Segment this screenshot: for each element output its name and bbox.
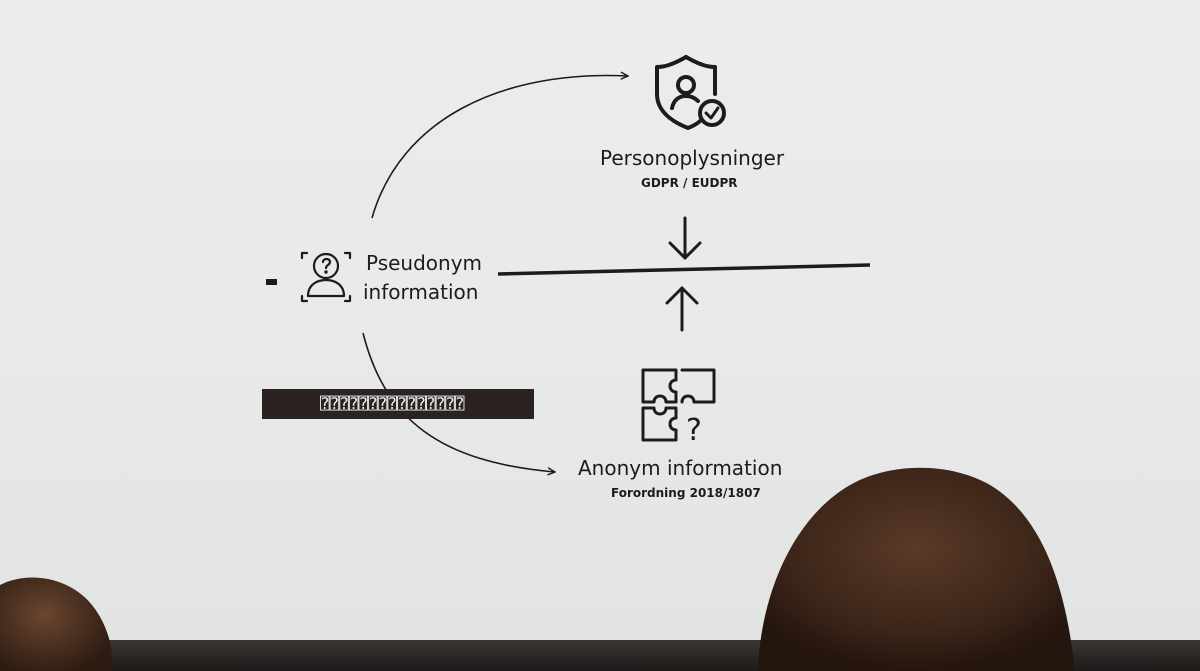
bullet-dash xyxy=(266,279,277,285)
puzzle-question-icon: ? xyxy=(641,368,716,448)
down-arrow-icon xyxy=(668,216,702,260)
audience-head-right xyxy=(758,467,1075,671)
personal-data-sublabel: GDPR / EUDPR xyxy=(641,176,738,190)
redacted-caption-bar xyxy=(262,389,534,419)
pseudonym-label-line2: information xyxy=(363,280,479,304)
curve-arrow-to-anonymous xyxy=(362,332,555,472)
redacted-caption-text: ⍰⍰⍰⍰⍰⍰⍰⍰⍰⍰⍰⍰⍰⍰⍰ xyxy=(320,394,465,413)
divider-line xyxy=(497,263,871,276)
personal-data-label: Personoplysninger xyxy=(600,146,785,170)
pseudonym-label-line1: Pseudonym xyxy=(366,251,483,275)
shield-person-check-icon xyxy=(655,55,726,130)
svg-text:?: ? xyxy=(686,413,702,448)
anonymous-label: Anonym information xyxy=(578,456,783,480)
unknown-person-icon xyxy=(300,251,352,303)
curve-arrow-to-personal-data xyxy=(371,76,628,219)
anonymous-sublabel: Forordning 2018/1807 xyxy=(611,486,761,500)
up-arrow-icon xyxy=(665,286,699,332)
audience-head-left xyxy=(0,577,113,671)
